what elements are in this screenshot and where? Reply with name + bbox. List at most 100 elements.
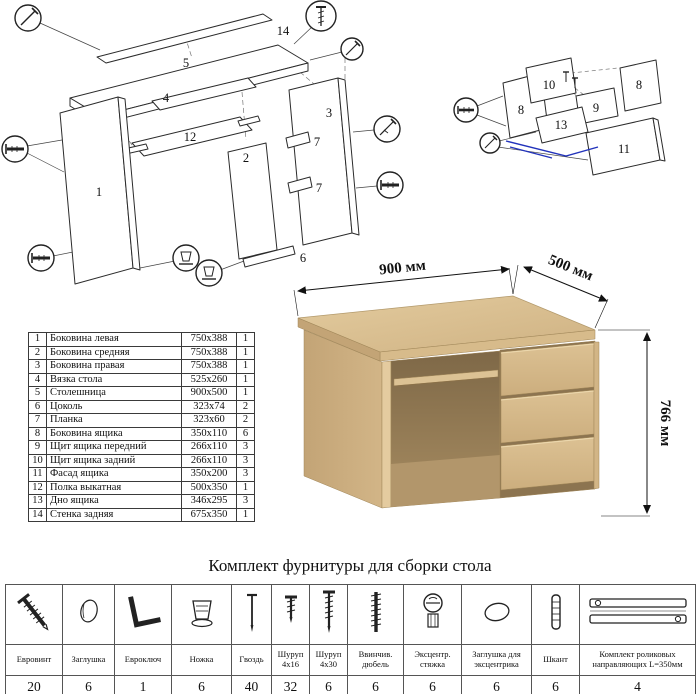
drawer-panels xyxy=(502,57,666,176)
hardware-name: Евровинт xyxy=(5,644,63,676)
fastener-callouts xyxy=(1,0,404,287)
label-part-1: 1 xyxy=(96,185,102,199)
hardware-icon-cell xyxy=(114,584,172,645)
width-dim-line xyxy=(297,265,510,295)
part-size: 900x500 xyxy=(181,386,237,401)
hardware-kit-table: Евровинт Заглушка Евроключ Ножка Гвоздь … xyxy=(5,584,696,694)
part-size: 750x388 xyxy=(181,332,237,347)
hardware-icon-cell xyxy=(171,584,232,645)
hardware-name: Евроключ xyxy=(114,644,172,676)
hardware-name: Ножка xyxy=(171,644,232,676)
hardware-icon-cell xyxy=(461,584,532,645)
label-drawer-9: 9 xyxy=(593,101,599,115)
depth-dim-line xyxy=(523,266,608,302)
label-part-7a: 7 xyxy=(314,135,320,149)
hardware-name: Шуруп 4х30 xyxy=(309,644,348,676)
label-drawer-8b: 8 xyxy=(636,78,642,92)
hardware-icon-row xyxy=(5,584,696,645)
part-num: 2 xyxy=(28,345,47,360)
hardware-icon-cell xyxy=(309,584,348,645)
screw-long-icon xyxy=(322,590,335,633)
dowel-icon xyxy=(550,594,561,630)
screw-callout-drawer xyxy=(479,132,501,154)
drawer-part-labels: 8 10 9 8 13 11 xyxy=(518,78,642,156)
hardware-name: Заглушка xyxy=(62,644,115,676)
width-dim-label: 900 мм xyxy=(379,258,427,279)
hardware-icon-cell xyxy=(403,584,462,645)
part-num: 3 xyxy=(28,359,47,374)
part-size: 350x200 xyxy=(181,467,237,482)
part-name: Боковина средняя xyxy=(46,345,182,360)
part-name: Дно ящика xyxy=(46,494,182,509)
part-num: 7 xyxy=(28,413,47,428)
back-panel-14 xyxy=(96,13,273,64)
screw-callout-right-top xyxy=(340,37,364,61)
right-side-3-edge xyxy=(337,77,360,236)
screw-callout-top xyxy=(305,0,337,32)
cam-lock-icon xyxy=(422,593,443,628)
pullout-shelf-12 xyxy=(131,116,253,157)
euroscrew-icon xyxy=(17,593,49,631)
hardware-name: Ввинчив. дюбель xyxy=(347,644,404,676)
drawer-slide-icon xyxy=(588,598,687,624)
label-drawer-8a: 8 xyxy=(518,103,524,117)
plank-7-lower xyxy=(287,176,313,194)
hardware-icon-cell xyxy=(531,584,580,645)
threaded-dowel-icon xyxy=(370,592,381,632)
small-screw-b xyxy=(572,77,578,88)
part-num: 1 xyxy=(28,332,47,347)
label-part-4: 4 xyxy=(163,91,170,105)
part-name: Фасад ящика xyxy=(46,467,182,482)
part-name: Планка xyxy=(46,413,182,428)
part-num: 8 xyxy=(28,426,47,441)
part-name: Полка выкатная xyxy=(46,480,182,495)
part-name: Столешница xyxy=(46,386,182,401)
label-part-7b: 7 xyxy=(316,181,322,195)
part-qty: 1 xyxy=(236,345,255,360)
hardware-qty-row: 20 6 1 6 40 32 6 6 6 6 6 4 xyxy=(5,675,696,694)
hardware-icon-cell xyxy=(579,584,696,645)
hardware-name: Шкант xyxy=(531,644,580,676)
part-size: 525x260 xyxy=(181,372,237,387)
part-qty: 6 xyxy=(236,426,255,441)
label-part-14: 14 xyxy=(277,24,290,38)
foot-icon xyxy=(190,600,213,628)
part-size: 500x350 xyxy=(181,480,237,495)
hardware-qty: 6 xyxy=(171,675,232,694)
part-qty: 2 xyxy=(236,399,255,414)
nail-callout xyxy=(14,4,42,32)
hardware-icon-cell xyxy=(271,584,310,645)
part-name: Боковина правая xyxy=(46,359,182,374)
part-qty: 3 xyxy=(236,494,255,509)
hardware-qty: 6 xyxy=(531,675,580,694)
part-num: 5 xyxy=(28,386,47,401)
part-size: 750x388 xyxy=(181,359,237,374)
hardware-qty: 6 xyxy=(347,675,404,694)
part-qty: 3 xyxy=(236,467,255,482)
cam-cap-icon xyxy=(483,602,510,622)
left-side-1-edge xyxy=(117,96,141,271)
callout-leader-lines xyxy=(26,22,378,271)
desk-top-left-edge xyxy=(297,317,381,362)
hardware-kit-title: Комплект фурнитуры для сборки стола xyxy=(208,556,492,575)
hardware-name: Шуруп 4х16 xyxy=(271,644,310,676)
drawer-facade-11-edge xyxy=(652,117,666,162)
desk-panels xyxy=(59,13,360,285)
depth-dim-label: 500 мм xyxy=(546,252,595,284)
euroscrew-callout-right xyxy=(376,171,404,199)
shelf-rail-right xyxy=(237,115,261,127)
label-part-3: 3 xyxy=(326,106,332,120)
part-qty: 1 xyxy=(236,332,255,347)
desk-body xyxy=(297,295,600,509)
height-dim-label: 766 мм xyxy=(657,400,673,447)
